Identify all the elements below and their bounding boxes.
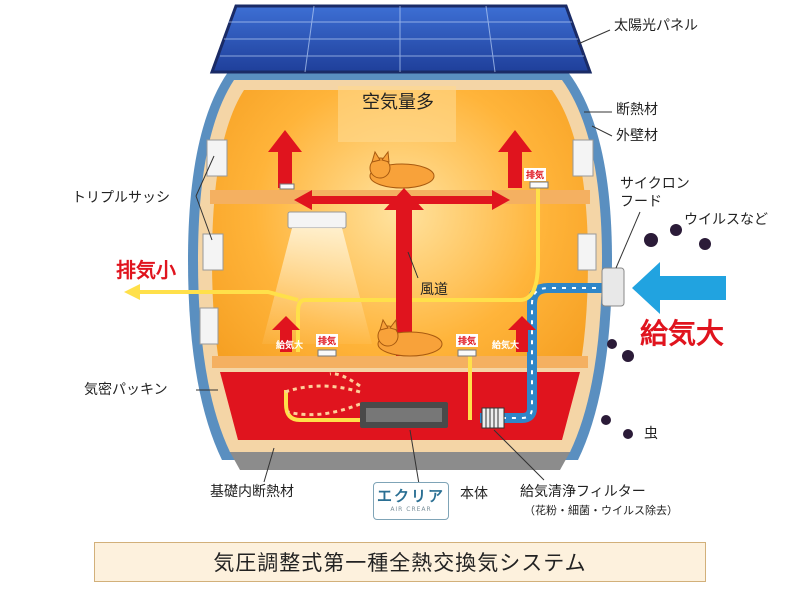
exterior-wall-label: 外壁材 — [616, 128, 658, 144]
cooling-cone — [262, 228, 372, 344]
insulation-label: 断熱材 — [616, 102, 658, 118]
viruses-label: ウイルスなど — [684, 212, 768, 228]
supply-filter-slats — [485, 408, 499, 428]
cyclone-hood — [601, 267, 625, 307]
foundation-insulation-label: 基礎内断熱材 — [210, 484, 294, 500]
logo-wordmark: エクリア — [376, 487, 445, 505]
ceiling-vents — [279, 181, 549, 357]
cat-lower — [377, 318, 443, 357]
exhaust-small-label: 排気小 — [116, 258, 176, 282]
system-caption: 気圧調整式第一種全熱交換気システム — [94, 542, 706, 582]
exhaust-outlet-arrow — [124, 284, 140, 300]
supply-large-label: 給気大 — [640, 317, 725, 350]
triple-sash-windows — [199, 139, 597, 345]
air-conditioner — [287, 211, 347, 229]
leader-lines — [195, 29, 641, 491]
exhaust-tag-left: 排気 — [316, 334, 339, 347]
solar-panel-label: 太陽光パネル — [614, 18, 698, 34]
air-volume-label: 空気量多 — [362, 92, 434, 113]
airtight-packing-label: 気密パッキン — [84, 382, 168, 398]
first-floor-slab — [212, 356, 588, 368]
exhaust-tag-right: 排気 — [456, 334, 479, 347]
solar-panel-grid — [220, 5, 584, 73]
triple-sash-label: トリプルサッシ — [72, 190, 170, 206]
cyclone-hood-label-line2: フード — [620, 194, 662, 210]
cyclone-hood-label-line1: サイクロン — [620, 176, 690, 192]
logo-subtext: AIR CREAR — [390, 506, 432, 513]
cat-upper — [369, 150, 435, 189]
crawl-space-airflow — [284, 372, 361, 417]
inflow-arrow — [632, 262, 726, 314]
insect-label: 虫 — [644, 426, 658, 442]
exhaust-tag-upper: 排気 — [524, 168, 547, 181]
unit-panel — [366, 408, 442, 422]
supply-filter — [481, 407, 505, 429]
upper-bright-area — [338, 86, 456, 142]
aircrear-logo: エクリア AIR CREAR — [373, 482, 449, 520]
foundation-base — [230, 452, 570, 470]
supply-arrows — [268, 130, 536, 356]
filter-label-line1: 給気清浄フィルター — [520, 484, 646, 500]
exhaust-lines — [140, 188, 540, 422]
filter-label-line2: （花粉・細菌・ウイルス除去） — [524, 504, 678, 517]
supply-duct — [480, 283, 606, 423]
supply-tag-right: 給気大 — [492, 341, 520, 351]
virus-particles — [601, 224, 711, 439]
supply-tag-left: 給気大 — [276, 341, 304, 351]
air-duct-label: 風道 — [420, 282, 448, 298]
main-unit-label: 本体 — [460, 486, 488, 502]
